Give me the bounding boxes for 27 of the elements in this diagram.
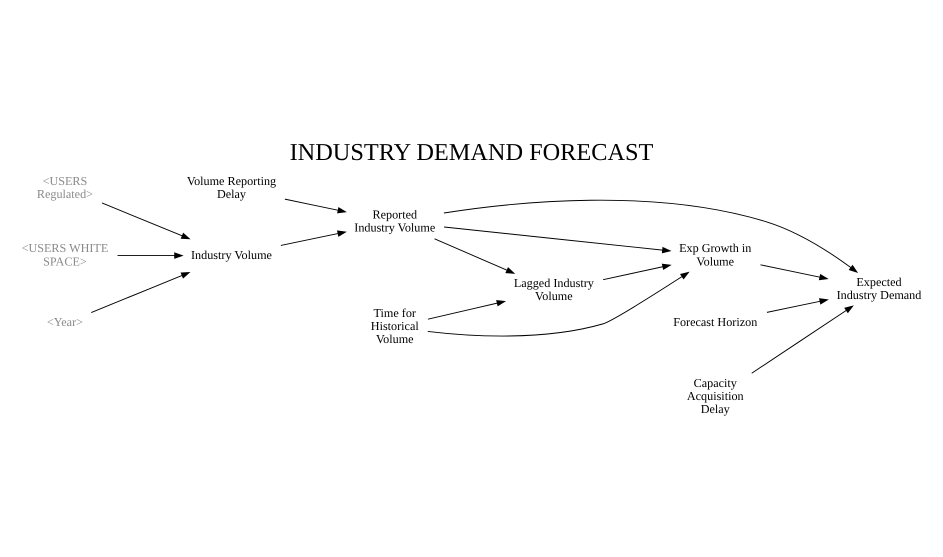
node-text: <Year>: [46, 315, 84, 330]
arrow: [443, 200, 858, 273]
arrow: [444, 226, 672, 254]
node-text: Forecast Horizon: [673, 315, 758, 330]
node-text: Exp Growth in Volume: [679, 241, 752, 268]
arrow: [766, 298, 829, 313]
arrow: [760, 264, 829, 280]
arrow: [602, 264, 672, 280]
node-text: Time for Historical Volume: [370, 306, 419, 346]
node-text: Industry Volume: [191, 248, 272, 262]
arrow: [434, 238, 516, 274]
node-text: Lagged Industry Volume: [514, 276, 594, 303]
arrow: [427, 300, 506, 320]
node-text: Reported Industry Volume: [354, 208, 436, 235]
node-text: <USERS Regulated>: [36, 174, 94, 201]
arrow: [280, 230, 347, 246]
node-text: Expected Industry Demand: [836, 274, 922, 302]
node-text: Volume Reporting Delay: [186, 174, 276, 201]
arrow: [90, 272, 190, 314]
arrow: [427, 272, 690, 336]
diagram-title: INDUSTRY DEMAND FORECAST: [290, 138, 654, 166]
arrow: [284, 198, 347, 214]
arrow: [751, 305, 854, 374]
arrow: [102, 202, 191, 240]
node-text: Capacity Acquisition Delay: [686, 376, 744, 416]
node-text: <USERS WHITE SPACE>: [22, 241, 108, 268]
arrow: [117, 252, 184, 259]
